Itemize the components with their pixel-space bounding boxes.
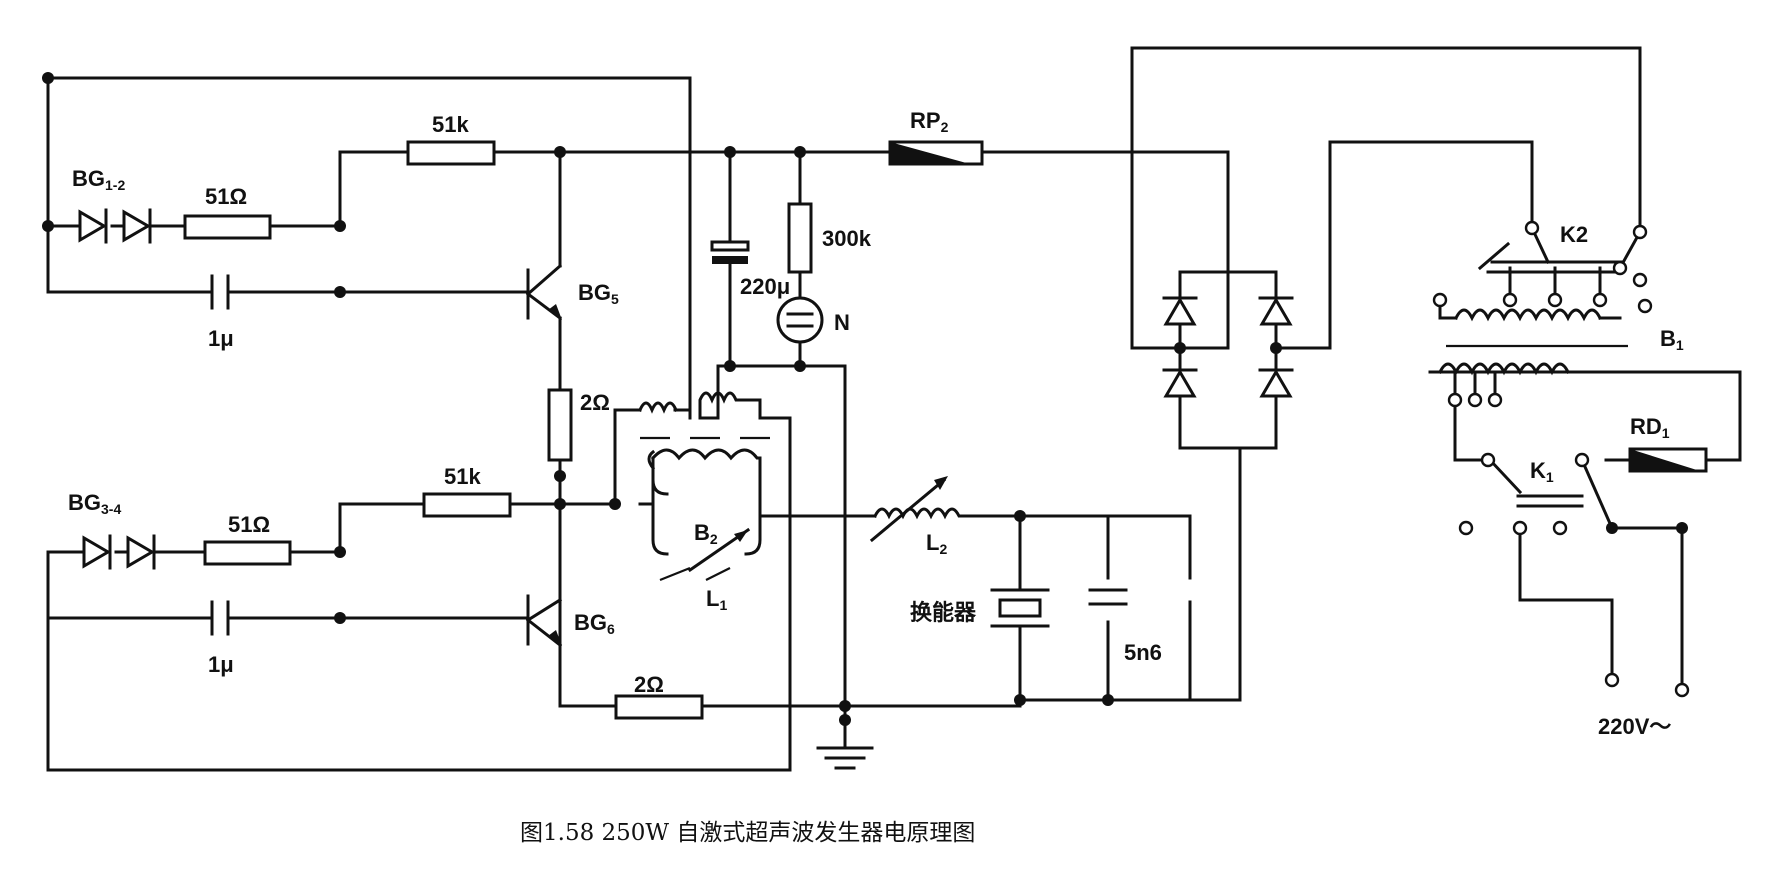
label-bg5: BG5 [578,280,619,307]
label-l1: L1 [706,586,727,613]
capacitor-5n6 [1088,588,1128,606]
label-bg12: BG1-2 [72,166,125,193]
label-neon: N [834,310,850,335]
resistor-rp2 [888,140,984,166]
label-r300k: 300k [822,226,872,251]
label-mains: 220V～ [1598,714,1671,739]
terminals [1432,220,1690,698]
label-k1: K1 [1530,458,1554,485]
label-r2ohm-mid: 2Ω [580,390,610,415]
label-l2: L2 [926,530,947,557]
resistor-2ohm-bot [614,694,704,720]
label-r51ohm-bot: 51Ω [228,512,270,537]
label-bg34: BG3-4 [68,490,121,517]
label-r51k-bot: 51k [444,464,481,489]
capacitor-220u [710,240,750,264]
ground-icon [816,746,874,770]
label-k2: K2 [1560,222,1588,247]
transducer [990,514,1050,702]
label-b2: B2 [694,520,718,547]
transformer-b1 [1437,266,1628,402]
capacitor-1u-bot [210,600,230,636]
figure-caption: 图1.58 250W 自激式超声波发生器电原理图 [520,820,975,846]
label-transducer: 换能器 [910,600,977,625]
junctions [42,72,1688,726]
resistor-2ohm-mid [547,388,573,462]
resistor-51k-top [406,140,496,166]
label-c1u-bot: 1μ [208,652,234,677]
bridge-rectifier [1162,296,1294,398]
label-c1u-top: 1μ [208,326,234,351]
inductor-l2 [869,476,962,543]
resistor-51ohm-bot [203,540,292,566]
label-rd1: RD1 [1630,414,1670,441]
neon-lamp [776,296,824,344]
label-c220u: 220μ [740,274,790,299]
capacitor-1u-top [210,274,230,310]
transformer-b2 [638,391,770,582]
label-c5n6: 5n6 [1124,640,1162,665]
label-r2ohm-bot: 2Ω [634,672,664,697]
resistor-51ohm-top [183,214,272,240]
label-b1: B1 [1660,326,1684,353]
diode-bg34 [82,534,156,570]
fuse-rd1 [1628,447,1708,473]
resistor-300k [787,202,813,274]
resistor-51k-bot [422,492,512,518]
diode-bg12 [78,208,152,244]
label-bg6: BG6 [574,610,615,637]
label-rp2: RP2 [910,108,949,135]
label-r51ohm-top: 51Ω [205,184,247,209]
label-r51k-top: 51k [432,112,469,137]
